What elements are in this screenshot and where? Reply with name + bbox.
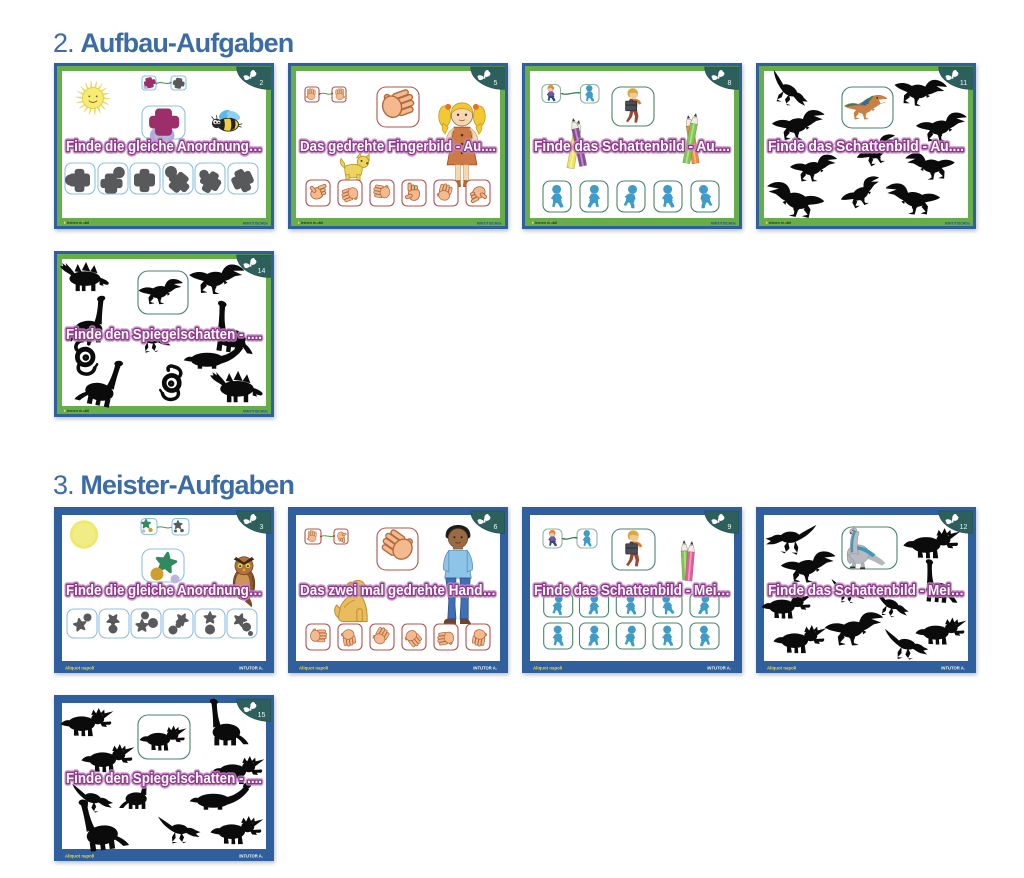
- svg-text:Finde das Schattenbild - Mei…: Finde das Schattenbild - Mei…: [534, 582, 730, 599]
- svg-text:3: 3: [260, 524, 264, 531]
- svg-text:lernen mobil: lernen mobil: [535, 221, 558, 225]
- svg-text:Das gedrehte Fingerbild - Au..: Das gedrehte Fingerbild - Au....: [300, 138, 496, 155]
- svg-text:INTUTOR A.: INTUTOR A.: [941, 665, 965, 670]
- svg-text:MINT/TISCHDe: MINT/TISCHDe: [711, 221, 736, 225]
- svg-text:MINT/TISCHDe: MINT/TISCHDe: [945, 221, 970, 225]
- svg-text:lernen mobil: lernen mobil: [67, 221, 90, 225]
- svg-text:MINT/TISCHDe: MINT/TISCHDe: [477, 221, 502, 225]
- svg-text:INTUTOR A.: INTUTOR A.: [239, 665, 263, 670]
- svg-text:11: 11: [960, 80, 967, 87]
- svg-text:INTUTOR A.: INTUTOR A.: [473, 665, 497, 670]
- svg-text:5: 5: [494, 80, 498, 87]
- svg-text:Finde das Schattenbild - Au...: Finde das Schattenbild - Au....: [768, 138, 964, 155]
- svg-text:Finde den Spiegelschatten - ..: Finde den Spiegelschatten - ....: [66, 770, 262, 787]
- svg-text:Das zwei mal gedrehte Hand…: Das zwei mal gedrehte Hand…: [300, 582, 496, 599]
- svg-text:Finde das Schattenbild - Au...: Finde das Schattenbild - Au....: [534, 138, 730, 155]
- svg-text:lernen mobil: lernen mobil: [67, 409, 90, 413]
- svg-text:Finde die gleiche Anordnung…: Finde die gleiche Anordnung…: [66, 582, 262, 599]
- svg-text:Finde den Spiegelschatten - ..: Finde den Spiegelschatten - ....: [66, 326, 262, 343]
- svg-text:8: 8: [728, 80, 732, 87]
- svg-text:Finde das Schattenbild - Mei…: Finde das Schattenbild - Mei…: [534, 582, 730, 599]
- svg-text:Aliquot napoli: Aliquot napoli: [767, 665, 796, 670]
- svg-text:Das gedrehte Fingerbild - Au..: Das gedrehte Fingerbild - Au....: [300, 138, 496, 155]
- svg-text:Finde den Spiegelschatten - ..: Finde den Spiegelschatten - ....: [66, 326, 262, 343]
- svg-text:9: 9: [728, 524, 732, 531]
- svg-text:INTUTOR A.: INTUTOR A.: [707, 665, 731, 670]
- svg-text:Aliquot napoli: Aliquot napoli: [299, 665, 328, 670]
- svg-text:lernen mobil: lernen mobil: [769, 221, 792, 225]
- svg-text:Finde das Schattenbild - Au...: Finde das Schattenbild - Au....: [768, 138, 964, 155]
- svg-text:Aliquot napoli: Aliquot napoli: [65, 853, 94, 858]
- svg-text:Finde das Schattenbild - Au...: Finde das Schattenbild - Au....: [534, 138, 730, 155]
- svg-text:Finde das Schattenbild - Au...: Finde das Schattenbild - Au....: [534, 138, 730, 155]
- svg-text:Finde die gleiche Anordnung…: Finde die gleiche Anordnung…: [66, 138, 262, 155]
- svg-text:Aliquot napoli: Aliquot napoli: [533, 665, 562, 670]
- svg-text:Das zwei mal gedrehte Hand…: Das zwei mal gedrehte Hand…: [300, 582, 496, 599]
- svg-text:MINT/TISCHDe: MINT/TISCHDe: [243, 221, 268, 225]
- svg-text:12: 12: [960, 524, 968, 531]
- svg-text:Finde den Spiegelschatten - ..: Finde den Spiegelschatten - ....: [66, 326, 262, 343]
- svg-text:Aliquot napoli: Aliquot napoli: [65, 665, 94, 670]
- svg-text:6: 6: [494, 524, 498, 531]
- svg-text:Das zwei mal gedrehte Hand…: Das zwei mal gedrehte Hand…: [300, 582, 496, 599]
- svg-text:Finde das Schattenbild - Au...: Finde das Schattenbild - Au....: [768, 138, 964, 155]
- svg-text:Finde die gleiche Anordnung…: Finde die gleiche Anordnung…: [66, 138, 262, 155]
- svg-text:14: 14: [258, 268, 266, 275]
- svg-text:Finde das Schattenbild - Mei…: Finde das Schattenbild - Mei…: [768, 582, 964, 599]
- svg-text:Finde das Schattenbild - Mei…: Finde das Schattenbild - Mei…: [768, 582, 964, 599]
- svg-text:INTUTOR A.: INTUTOR A.: [239, 853, 263, 858]
- svg-text:Finde die gleiche Anordnung…: Finde die gleiche Anordnung…: [66, 138, 262, 155]
- svg-text:Finde die gleiche Anordnung…: Finde die gleiche Anordnung…: [66, 582, 262, 599]
- svg-text:Finde die gleiche Anordnung…: Finde die gleiche Anordnung…: [66, 582, 262, 599]
- svg-text:Finde den Spiegelschatten - ..: Finde den Spiegelschatten - ....: [66, 770, 262, 787]
- svg-text:lernen mobil: lernen mobil: [301, 221, 324, 225]
- svg-text:Finde den Spiegelschatten - ..: Finde den Spiegelschatten - ....: [66, 770, 262, 787]
- svg-text:Das gedrehte Fingerbild - Au..: Das gedrehte Fingerbild - Au....: [300, 138, 496, 155]
- svg-text:Finde das Schattenbild - Mei…: Finde das Schattenbild - Mei…: [534, 582, 730, 599]
- svg-text:2: 2: [260, 80, 264, 87]
- svg-text:15: 15: [258, 712, 266, 719]
- svg-text:Finde das Schattenbild - Mei…: Finde das Schattenbild - Mei…: [768, 582, 964, 599]
- svg-text:MINT/TISCHDe: MINT/TISCHDe: [243, 409, 268, 413]
